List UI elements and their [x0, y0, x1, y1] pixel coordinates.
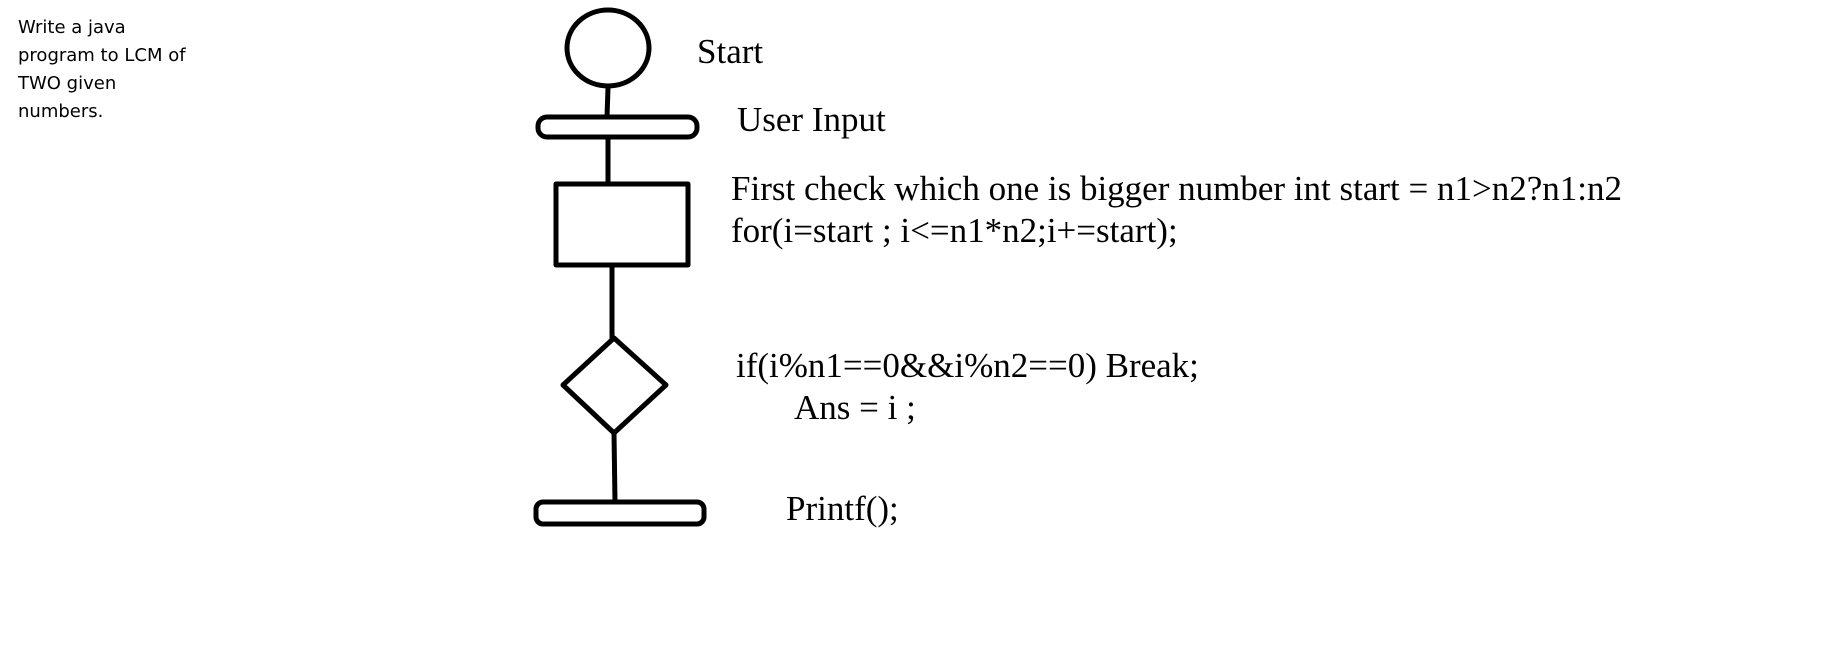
output-label: Printf();: [786, 489, 899, 528]
process-box: [553, 181, 691, 268]
decision-line: Ans = i ;: [794, 388, 916, 427]
input-label: User Input: [737, 100, 886, 139]
task-line: Write a java: [18, 17, 126, 38]
task-line: program to LCM of: [18, 45, 186, 66]
connector-start-input: [604, 85, 611, 120]
input-block: [535, 114, 700, 140]
task-description: Write a java program to LCM of TWO given…: [18, 14, 218, 126]
output-block: [533, 499, 707, 527]
process-label: First check which one is bigger number i…: [731, 168, 1622, 252]
task-line: numbers.: [18, 101, 104, 122]
start-label: Start: [697, 32, 764, 71]
decision-line: if(i%n1==0&&i%n2==0) Break;: [736, 346, 1199, 385]
decision-diamond: [560, 335, 669, 436]
task-line: TWO given: [18, 73, 117, 94]
process-line: First check which one is bigger number i…: [731, 169, 1622, 208]
start-terminator: [564, 7, 652, 89]
decision-label: if(i%n1==0&&i%n2==0) Break; Ans = i ;: [736, 345, 1199, 429]
connector-decision-output: [611, 430, 618, 505]
process-line: for(i=start ; i<=n1*n2;i+=start);: [731, 211, 1178, 250]
